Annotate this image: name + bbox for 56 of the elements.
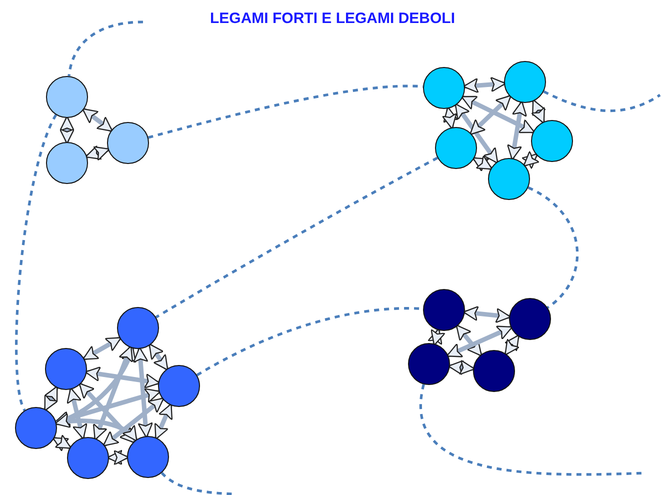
double-arrow <box>59 116 75 144</box>
node-circle <box>46 142 88 184</box>
double-arrow <box>506 100 528 160</box>
node-circle <box>504 61 546 103</box>
double-arrow <box>66 387 88 440</box>
double-arrow <box>446 326 513 358</box>
node-circle <box>15 407 57 449</box>
double-arrow <box>470 94 512 136</box>
diagram-title: LEGAMI FORTI E LEGAMI DEBOLI <box>210 10 455 27</box>
node-circle <box>158 365 200 407</box>
double-arrow <box>106 450 130 466</box>
double-arrow <box>154 403 173 440</box>
node-circle <box>509 298 551 340</box>
double-arrow <box>82 336 122 361</box>
node-circle <box>127 436 169 478</box>
double-arrow <box>462 306 512 324</box>
node-circle <box>408 343 450 385</box>
node-circle <box>45 348 87 390</box>
double-arrow <box>462 76 506 94</box>
node-circle <box>117 307 159 349</box>
double-arrow <box>442 106 458 130</box>
double-arrow <box>454 103 499 164</box>
node-circle <box>46 76 88 118</box>
double-arrow <box>132 346 154 438</box>
double-arrow <box>102 397 164 447</box>
double-arrow <box>82 108 113 132</box>
double-arrow <box>84 366 160 389</box>
double-arrow <box>85 145 110 161</box>
dotted-curve <box>528 186 578 309</box>
double-arrow <box>460 95 536 134</box>
node-circle <box>67 437 109 479</box>
node-circle <box>107 122 149 164</box>
double-arrow <box>504 334 520 356</box>
double-arrow <box>78 382 136 444</box>
node-circle <box>473 350 515 392</box>
double-arrow <box>530 99 546 124</box>
dotted-curve <box>543 90 661 112</box>
double-arrow <box>54 413 138 442</box>
node-circle <box>435 127 477 169</box>
double-arrow <box>44 386 58 412</box>
dotted-curve <box>15 114 58 411</box>
node-circle <box>423 67 465 109</box>
node-circle <box>531 120 573 162</box>
dotted-curve <box>155 156 438 318</box>
double-arrow <box>448 360 476 376</box>
double-arrow <box>521 150 540 170</box>
double-arrow <box>52 434 72 452</box>
double-arrow <box>92 346 134 440</box>
double-arrow <box>456 324 482 356</box>
dotted-curve <box>68 20 144 76</box>
double-arrow <box>54 388 161 426</box>
node-circle <box>488 158 530 200</box>
node-circle <box>423 289 465 331</box>
double-arrow <box>472 155 493 172</box>
double-arrow <box>148 343 169 371</box>
double-arrow <box>427 328 446 346</box>
